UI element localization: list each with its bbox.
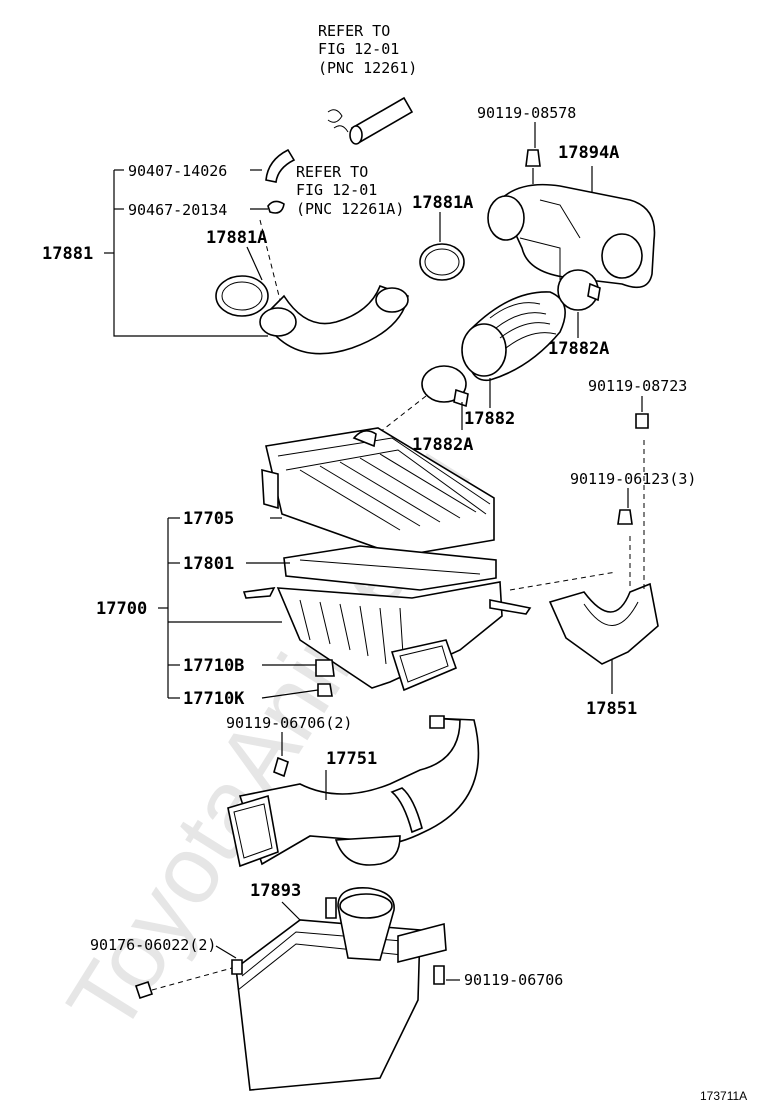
hose-clip [267, 200, 285, 214]
svg-text:FIG 12-01: FIG 12-01 [296, 181, 377, 199]
part-label: 17801 [183, 554, 234, 574]
filter-element-17801 [283, 545, 497, 591]
svg-text:FIG 12-01: FIG 12-01 [318, 40, 399, 58]
part-label: 90119-08578 [477, 104, 576, 122]
leader-lines [104, 122, 643, 981]
part-label: 17851 [586, 699, 637, 719]
hose-clamp-17881A [419, 243, 465, 281]
part-label: 17894A [558, 143, 619, 163]
part-label: 17881A [206, 228, 267, 248]
part-label: 17893 [250, 881, 301, 901]
svg-text:REFER TO: REFER TO [318, 22, 390, 40]
part-label: 17710B [183, 656, 244, 676]
grommet-17710B [315, 659, 335, 677]
part-label: 17882 [464, 409, 515, 429]
air-inlet-17751 [227, 715, 480, 868]
part-label: 17751 [326, 749, 377, 769]
part-label: 90119-06123(3) [570, 470, 696, 488]
figure-id: 173711A [700, 1089, 747, 1103]
part-label: 17881A [412, 193, 473, 213]
air-cleaner-case [242, 571, 617, 692]
small-hose [265, 148, 296, 183]
part-label: 17882A [412, 435, 473, 455]
part-label: 90407-14026 [128, 162, 227, 180]
reference-label-1: REFER TO FIG 12-01 (PNC 12261) [318, 22, 417, 77]
grommet-17710K [317, 683, 333, 697]
resonator-17894A [487, 149, 656, 289]
air-cleaner-cap-17705 [261, 427, 495, 557]
part-label: 90467-20134 [128, 201, 227, 219]
hose-reference-top [327, 96, 414, 145]
intake-duct-17882 [379, 269, 601, 433]
part-label: 90119-06706 [464, 971, 563, 989]
part-label: 17881 [42, 244, 93, 264]
reference-label-2: REFER TO FIG 12-01 (PNC 12261A) [296, 163, 404, 218]
part-label: 17700 [96, 599, 147, 619]
part-label: 90176-06022(2) [90, 936, 216, 954]
resonator-17893 [134, 887, 447, 1091]
part-label: 17882A [548, 339, 609, 359]
intake-hose-17881 [215, 219, 409, 355]
bracket-17851 [548, 413, 659, 665]
part-label: 90119-06706(2) [226, 714, 352, 732]
svg-text:(PNC 12261): (PNC 12261) [318, 59, 417, 77]
svg-text:(PNC 12261A): (PNC 12261A) [296, 200, 404, 218]
svg-text:REFER TO: REFER TO [296, 163, 368, 181]
part-label: 90119-08723 [588, 377, 687, 395]
part-label: 17710K [183, 689, 245, 709]
part-label: 17705 [183, 509, 234, 529]
